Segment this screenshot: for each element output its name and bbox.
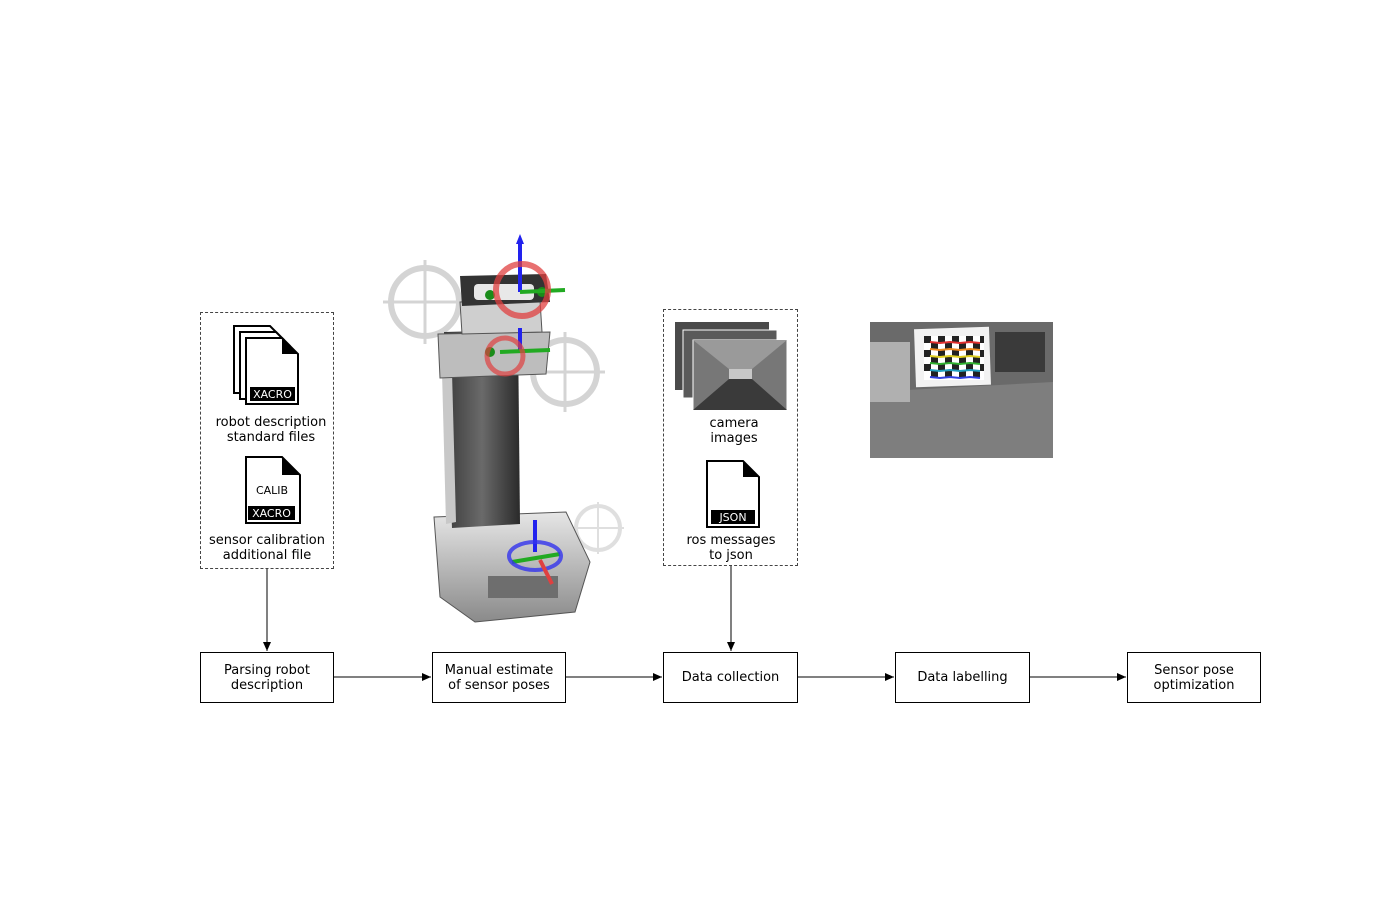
json-badge-label: JSON (718, 511, 746, 524)
data-labelling-step: Data labelling (895, 652, 1030, 703)
sensor-pose-optimization-step: Sensor pose optimization (1127, 652, 1261, 703)
camera-images-stack (675, 322, 788, 411)
sensor-calibration-caption: sensor calibration additional file (208, 533, 326, 563)
recorded-data-group (663, 309, 798, 566)
calib-file-icon: CALIB XACRO (245, 456, 301, 524)
calib-file-title: CALIB (256, 484, 288, 497)
xacro-badge-label: XACRO (253, 388, 292, 401)
xacro-file-stack-icon: XACRO (233, 325, 299, 405)
base-frame-axes (507, 520, 563, 585)
json-file-icon: JSON (706, 460, 760, 528)
robot-description-caption: robot description standard files (215, 415, 327, 445)
ros-messages-caption: ros messages to json (686, 533, 776, 563)
labelled-camera-frame-image (870, 322, 1053, 458)
pose-gizmo-left (383, 260, 467, 344)
manual-estimate-step: Manual estimate of sensor poses (432, 652, 566, 703)
detected-corners-overlay (929, 340, 981, 380)
camera-images-caption: camera images (709, 416, 759, 446)
data-collection-step: Data collection (663, 652, 798, 703)
robot-description-group (200, 312, 334, 569)
head-frame-axes (484, 234, 566, 377)
pose-gizmo-base (572, 502, 624, 554)
parsing-robot-description-step: Parsing robot description (200, 652, 334, 703)
robot-model-image (383, 234, 624, 623)
calib-badge-label: XACRO (252, 507, 291, 520)
